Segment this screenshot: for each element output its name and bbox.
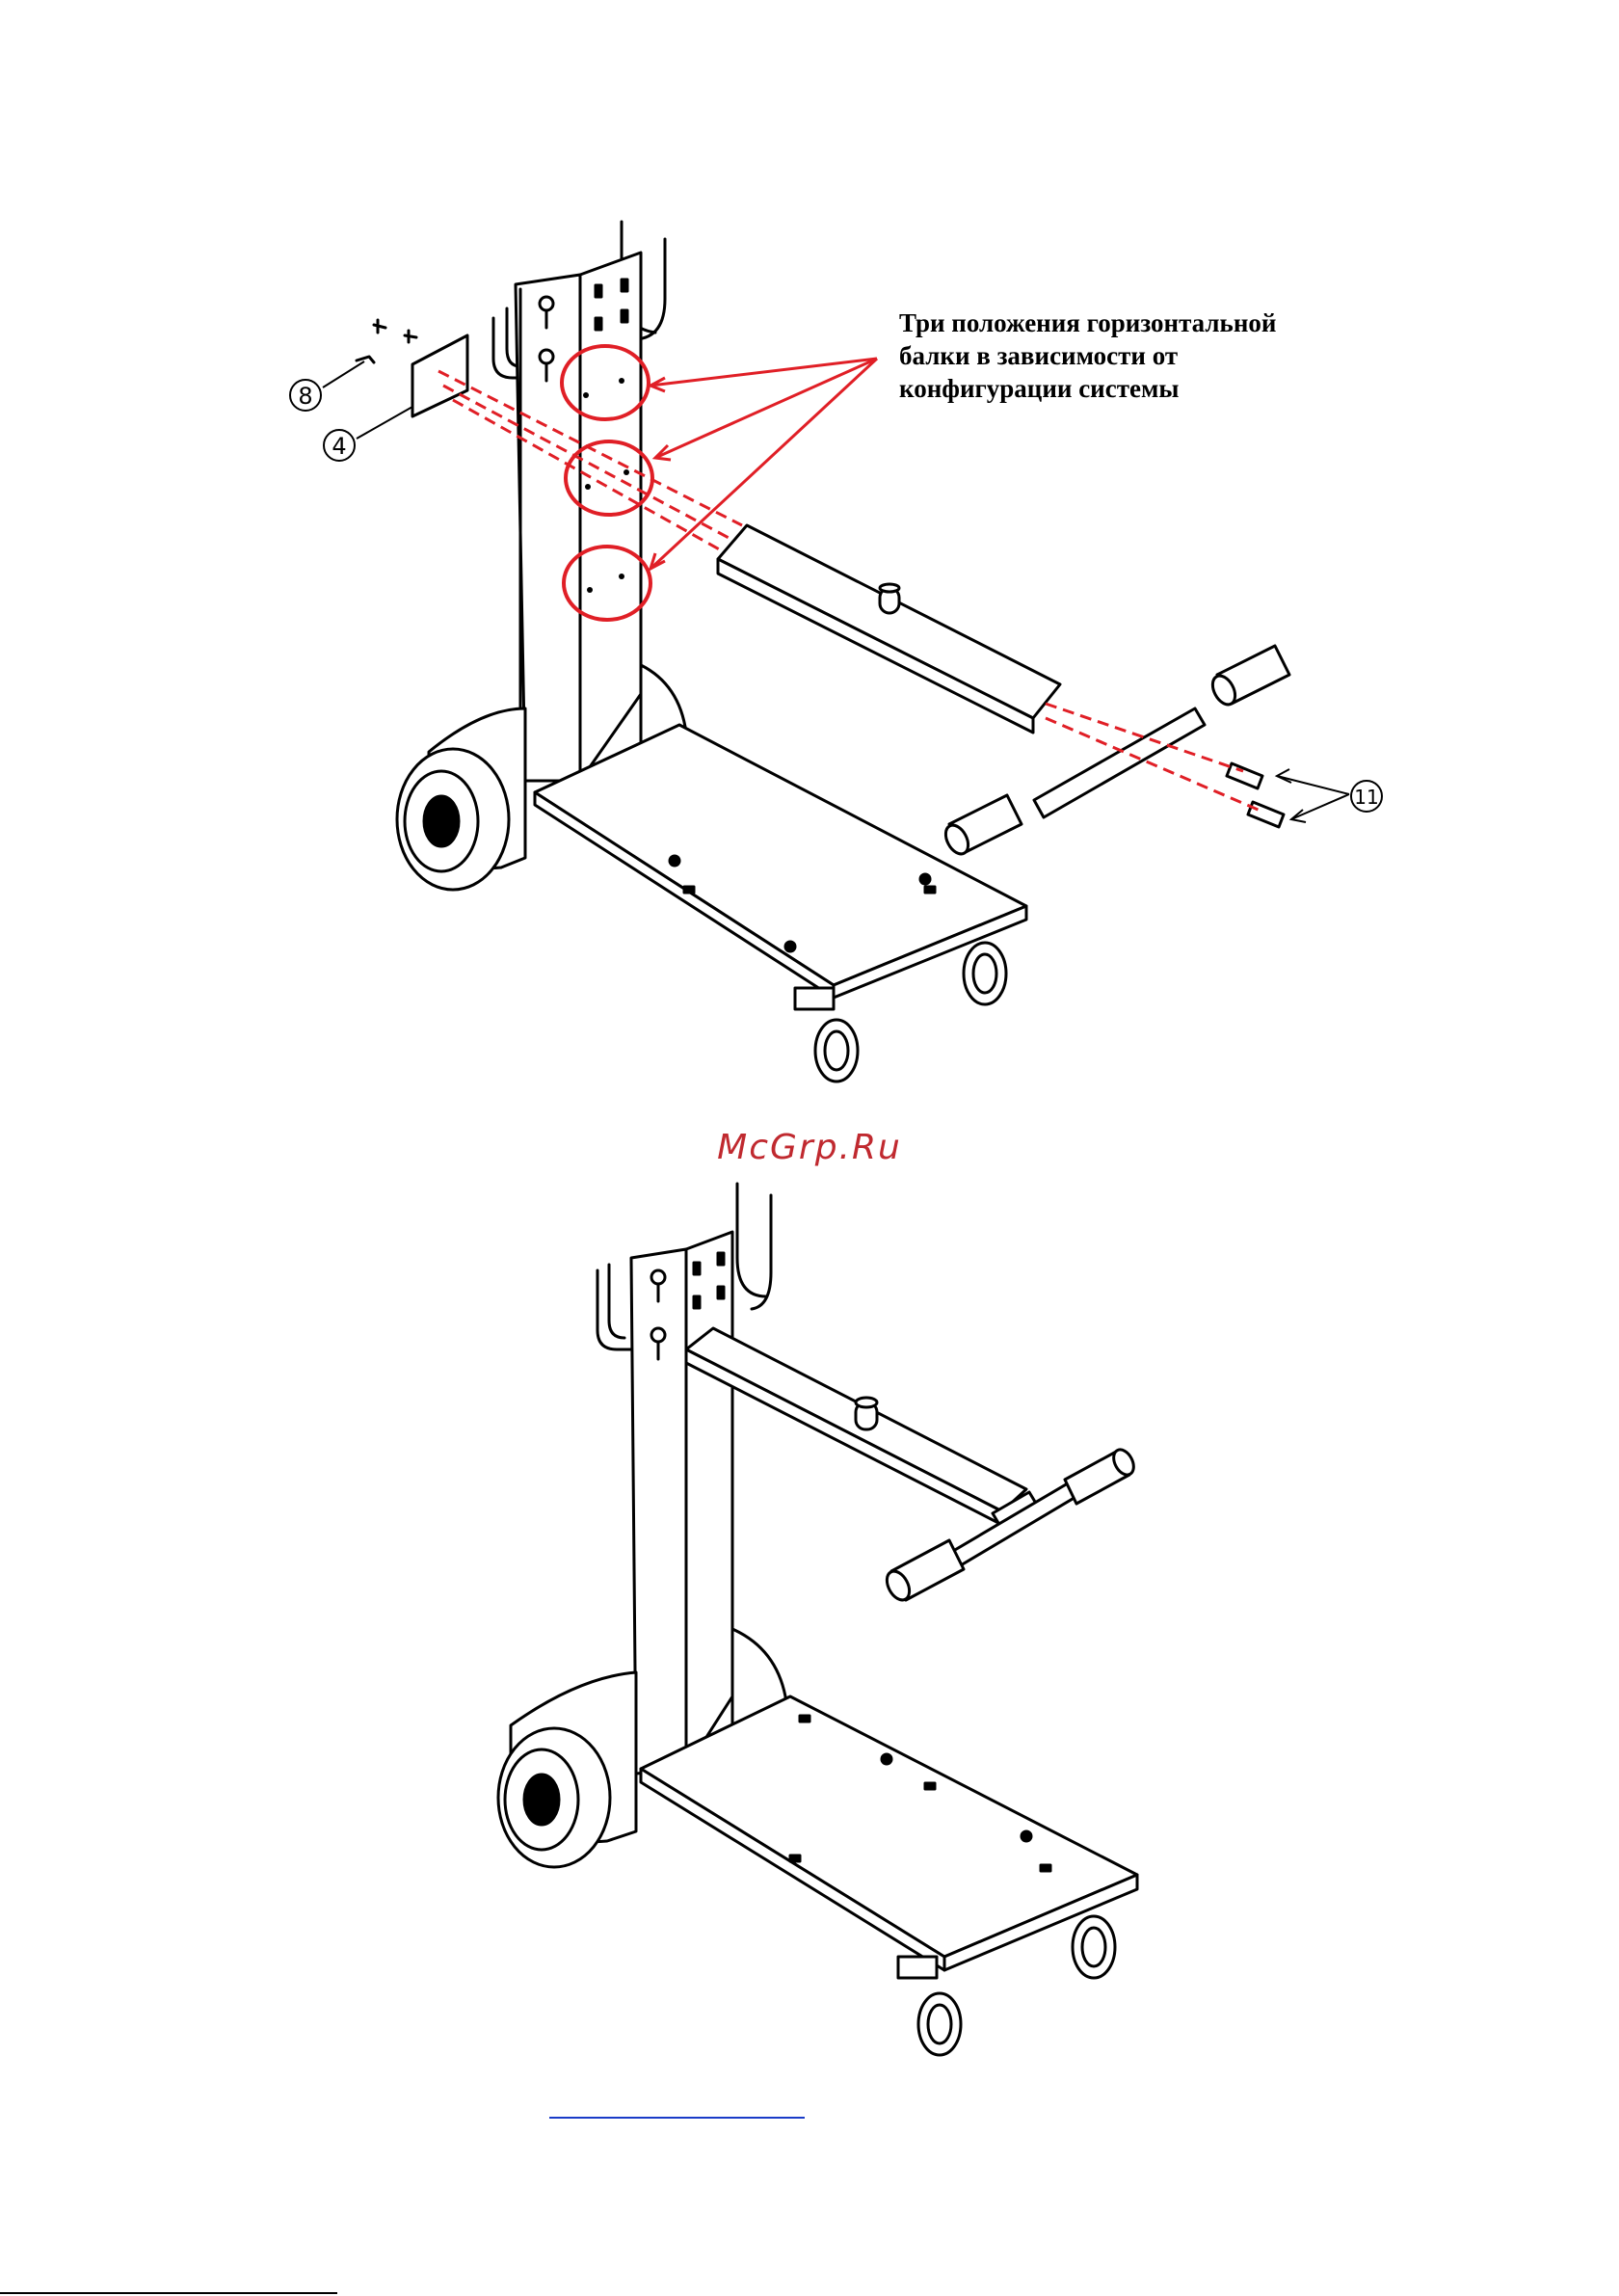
beam-positions-callout: Три положения горизонтальной балки в зав… bbox=[899, 307, 1342, 405]
front-caster-right bbox=[964, 943, 1006, 1004]
part-label-8: 8 bbox=[298, 383, 312, 410]
horizontal-beam bbox=[718, 525, 1060, 733]
base-platform bbox=[535, 725, 1026, 998]
part-label-11: 11 bbox=[1354, 786, 1378, 809]
bushing-upper bbox=[1227, 763, 1262, 788]
horizontal-beam bbox=[686, 1328, 1041, 1533]
part-label-4: 4 bbox=[332, 433, 346, 460]
callout-line-1: Три положения горизонтальной bbox=[899, 308, 1276, 337]
upright-column bbox=[631, 1232, 732, 1774]
callout-line-3: конфигурации системы bbox=[899, 374, 1179, 403]
exploded-cart-diagram: 8 4 11 bbox=[0, 202, 1619, 1099]
rear-wheel bbox=[397, 749, 509, 890]
cylinder-hook-right bbox=[737, 1184, 771, 1309]
cylinder-hook-left bbox=[597, 1265, 631, 1349]
callout-line-2: балки в зависимости от bbox=[899, 341, 1178, 370]
footnote-divider bbox=[0, 2292, 337, 2294]
front-caster-left bbox=[898, 1957, 961, 2055]
base-platform bbox=[641, 1696, 1137, 1970]
grip-left bbox=[883, 1540, 964, 1604]
front-caster-right bbox=[1073, 1916, 1115, 1978]
assembled-cart-diagram bbox=[0, 1171, 1619, 2068]
upright-column bbox=[516, 253, 641, 781]
bolts bbox=[357, 320, 416, 362]
grip-left bbox=[942, 795, 1022, 858]
grip-right bbox=[1208, 646, 1289, 708]
rear-wheel bbox=[498, 1728, 610, 1867]
underlined-link[interactable] bbox=[549, 2117, 805, 2119]
watermark: McGrp.Ru bbox=[0, 1128, 1619, 1167]
bushing-lower bbox=[1248, 802, 1284, 827]
front-caster-left bbox=[795, 988, 858, 1081]
handle-bar bbox=[1034, 708, 1205, 817]
grip-right bbox=[1065, 1446, 1138, 1504]
